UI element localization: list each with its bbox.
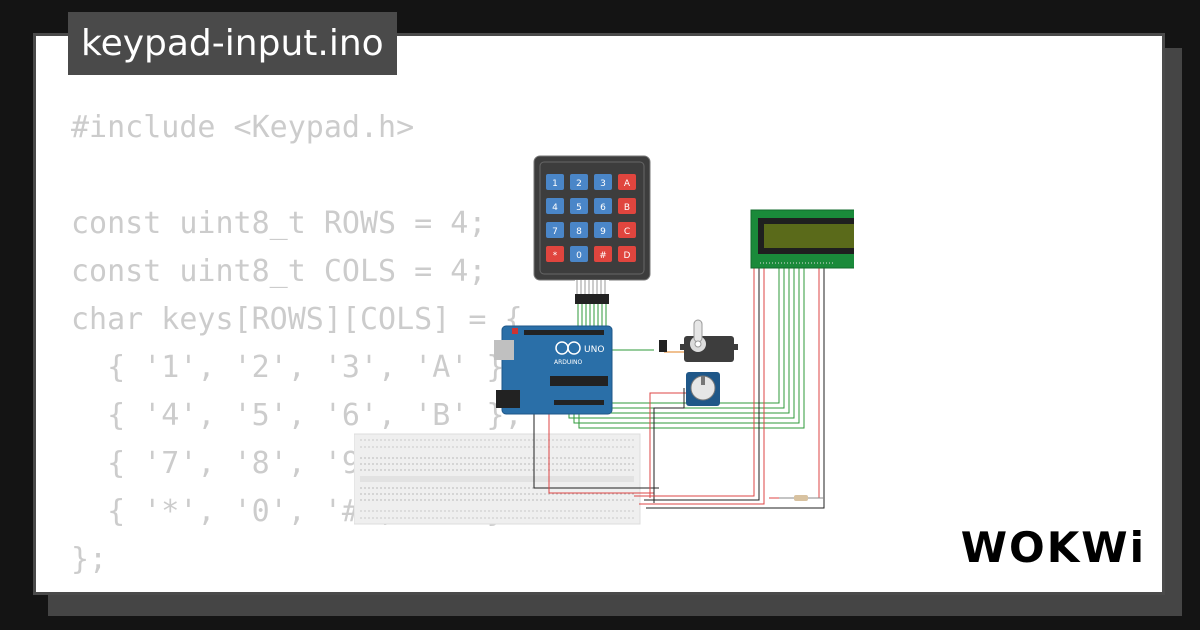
key-button[interactable] — [618, 174, 636, 190]
key-label: # — [599, 251, 607, 261]
key-button[interactable] — [594, 222, 612, 238]
code-line: { '4', '5', '6', 'B' }, — [71, 398, 523, 433]
arduino-sub-label: ARDUINO — [554, 359, 583, 366]
arduino-label: UNO — [584, 345, 604, 355]
breadboard — [354, 433, 641, 525]
key-button[interactable] — [546, 222, 564, 238]
key-button[interactable] — [618, 246, 636, 262]
code-snippet: #include <Keypad.h> const uint8_t ROWS =… — [71, 104, 523, 584]
key-label: 1 — [552, 179, 558, 189]
key-label: 8 — [576, 227, 582, 237]
key-button[interactable] — [570, 174, 588, 190]
key-button[interactable] — [570, 222, 588, 238]
key-label: C — [624, 227, 630, 237]
keypad-keys: 1 2 3 A 4 5 6 B 7 8 9 — [546, 174, 636, 262]
key-label: 7 — [552, 227, 558, 237]
key-label: 9 — [600, 227, 606, 237]
key-button[interactable] — [594, 198, 612, 214]
file-title: keypad-input.ino — [68, 12, 397, 75]
key-label: B — [624, 203, 630, 213]
keypad: 1 2 3 A 4 5 6 B 7 8 9 — [533, 155, 651, 304]
code-line: const uint8_t ROWS = 4; — [71, 206, 487, 241]
preview-card: #include <Keypad.h> const uint8_t ROWS =… — [33, 33, 1165, 595]
wokwi-logo: WOKWi — [960, 523, 1146, 572]
code-line: const uint8_t COLS = 4; — [71, 254, 487, 289]
key-button[interactable] — [618, 198, 636, 214]
resistor — [779, 495, 824, 501]
arduino-uno: UNO ARDUINO — [494, 325, 613, 415]
code-line: }; — [71, 542, 108, 577]
code-line: #include <Keypad.h> — [71, 110, 415, 145]
key-label: * — [553, 251, 558, 261]
potentiometer — [686, 372, 720, 406]
circuit-diagram: 1 2 3 A 4 5 6 B 7 8 9 — [354, 155, 854, 525]
key-button[interactable] — [594, 246, 612, 262]
key-button[interactable] — [570, 198, 588, 214]
lcd-display — [750, 209, 854, 269]
servo-motor — [659, 319, 738, 362]
key-button[interactable] — [546, 174, 564, 190]
keypad-wires — [577, 304, 607, 328]
key-label: 2 — [576, 179, 582, 189]
code-line: char keys[ROWS][COLS] = { — [71, 302, 523, 337]
key-button[interactable] — [546, 246, 564, 262]
key-label: 4 — [552, 203, 558, 213]
key-label: 5 — [576, 203, 582, 213]
key-label: D — [624, 251, 631, 261]
key-label: A — [624, 179, 631, 189]
key-label: 3 — [600, 179, 606, 189]
key-label: 0 — [576, 251, 582, 261]
key-button[interactable] — [570, 246, 588, 262]
key-button[interactable] — [618, 222, 636, 238]
key-button[interactable] — [546, 198, 564, 214]
key-label: 6 — [600, 203, 606, 213]
key-button[interactable] — [594, 174, 612, 190]
